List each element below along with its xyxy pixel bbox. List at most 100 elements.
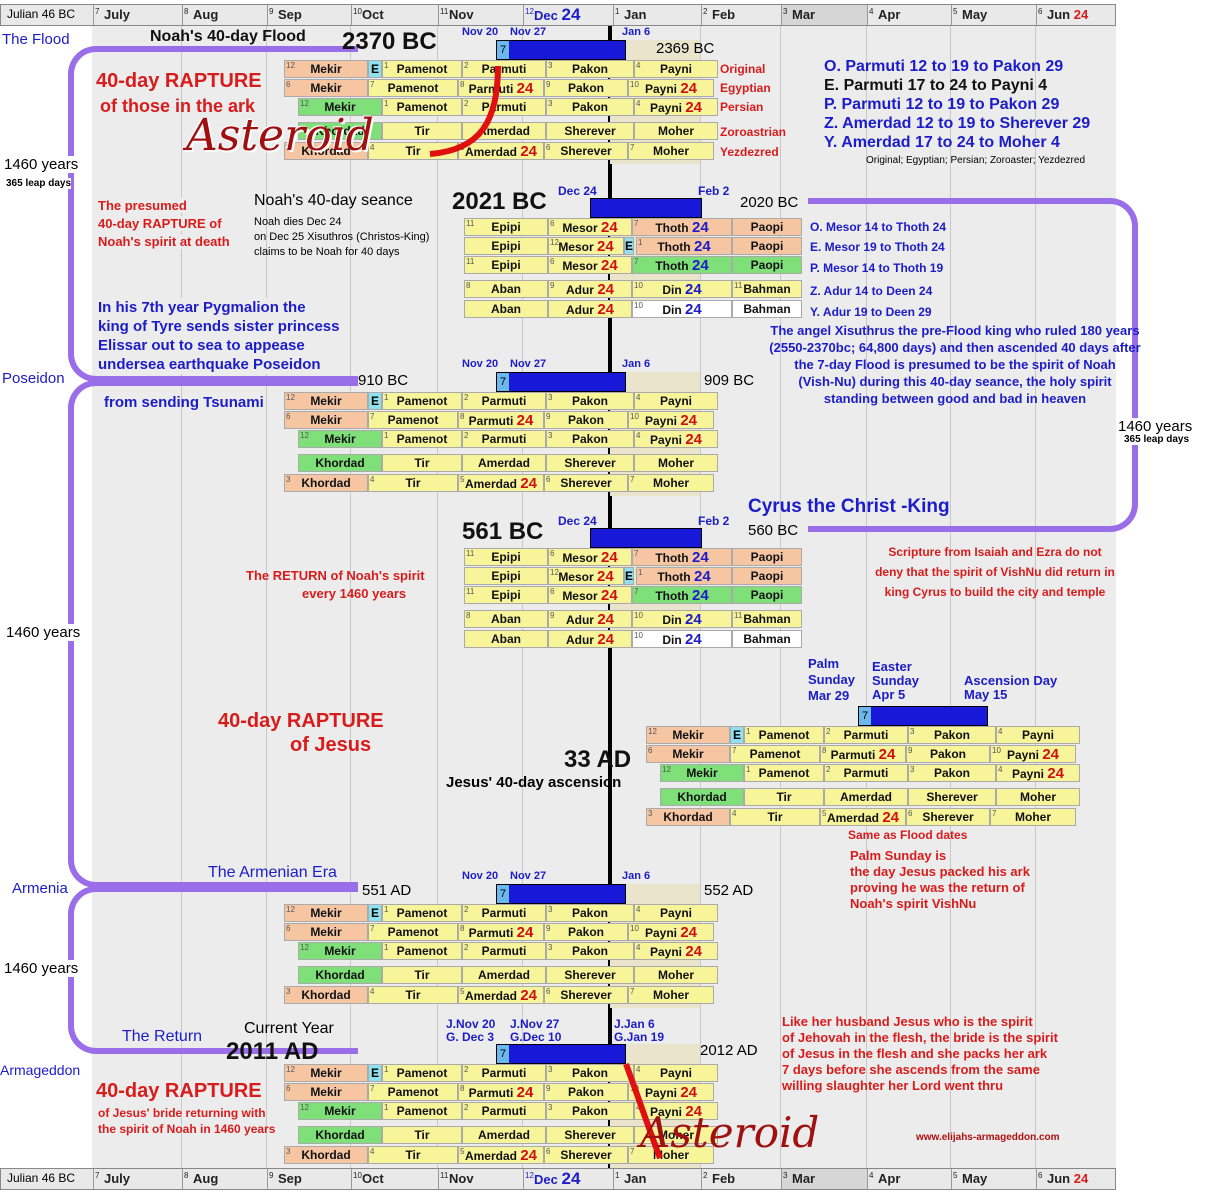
month-cell: Amerdad [462,966,546,984]
month-cell: Moher [634,966,718,984]
cal-egyptian: Egyptian [720,81,771,95]
month-cell: E [368,60,382,78]
month-cell: Paopi [732,237,802,255]
label-365-leap: 365 leap days [6,178,72,189]
year-label: Julian 46 BC [7,7,76,21]
website-link[interactable]: www.elijahs-armageddon.com [916,1132,1060,1143]
month-cell: Paopi [732,586,802,604]
month-cell: Khordad [298,966,382,984]
summary-line: O. Parmuti 12 to 19 to Pakon 29 [824,58,1064,75]
ark-40-days-block: 7 [496,884,626,904]
month-cell: Aban [464,630,548,648]
month-cell: Tir [382,454,462,472]
year-561bc: 561 BC [462,518,544,545]
month-cell: E [624,567,634,585]
month-cell: Khordad [298,1126,382,1144]
year-2021bc: 2021 BC [452,188,547,215]
same-dates-note: Same as Flood dates [848,828,968,842]
label-1460-years-right: 1460 years [1118,418,1193,435]
month-cell: Moher [634,122,718,140]
cyrus-label: Cyrus the Christ -King [748,496,950,517]
seance-note: on Dec 25 Xisuthros (Christos-King) [254,231,430,243]
month-cell: Amerdad [462,1126,546,1144]
armenian-era-label: The Armenian Era [208,864,337,881]
month-cell: Sherever [546,454,634,472]
month-cell: Paopi [732,218,802,236]
asteroid-graphic-1 [429,65,501,157]
bride-rapture-note: the spirit of Noah in 1460 years [98,1122,276,1136]
grid-line [350,22,351,1170]
pygmalion-note-end: from sending Tsunami [104,394,264,411]
date-jan6: Jan 6 [622,870,651,882]
summary-line: O. Mesor 14 to Thoth 24 [810,220,947,234]
grid-line [181,22,182,1170]
summary-note: Original; Egyptian; Persian; Zoroaster; … [866,155,1086,166]
label-1460-years: 1460 years [4,624,83,641]
date-feb2: Feb 2 [698,514,730,528]
month-cell: Aban [464,300,548,318]
month-cell: Moher [996,788,1080,806]
date-nov27: Nov 27 [510,358,547,370]
date-jan6: Jan 6 [622,26,651,38]
month-cell: Khordad [298,122,382,140]
cal-original: Original [720,62,766,76]
bracket-2021-561 [808,198,1138,532]
year-33ad: 33 AD [564,746,632,773]
year-552ad: 552 AD [704,882,754,899]
year-2020bc: 2020 BC [740,194,799,211]
